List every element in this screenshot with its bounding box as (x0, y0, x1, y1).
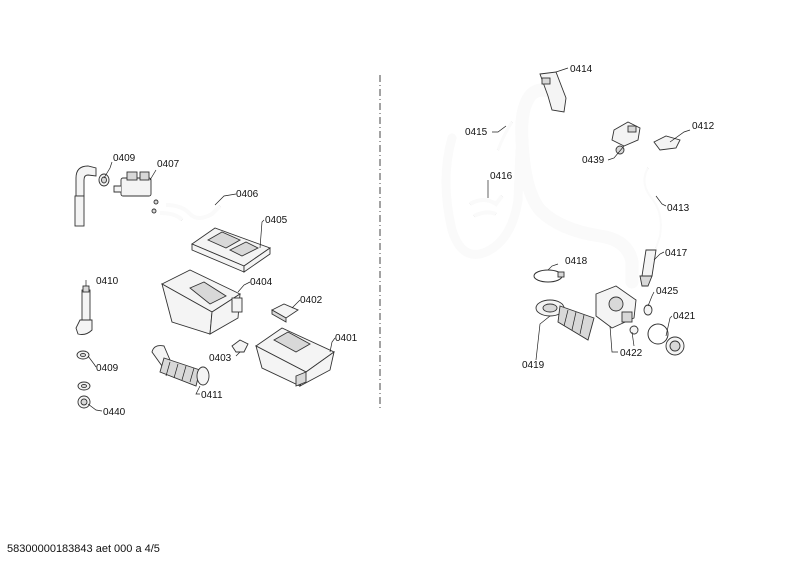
inlet-elbow-part (74, 165, 110, 227)
clip-part (231, 339, 249, 353)
dispenser-drawer-part (255, 327, 335, 387)
callout-0410: 0410 (96, 276, 119, 287)
y-hose-part (469, 194, 504, 218)
drain-hose-part (515, 71, 639, 289)
callout-0419: 0419 (522, 360, 545, 371)
callout-0401: 0401 (335, 333, 358, 344)
hose-set-part (159, 203, 222, 222)
callout-0411: 0411 (201, 390, 223, 401)
callout-0415: 0415 (465, 127, 488, 138)
callout-0409-lower: 0409 (96, 363, 119, 374)
callout-0404: 0404 (250, 277, 273, 288)
pump-bellows-part (535, 299, 595, 341)
filter-part (77, 381, 91, 409)
drain-pump-part (595, 285, 637, 329)
callout-0409-upper: 0409 (113, 153, 136, 164)
right-leader-lines (487, 67, 691, 361)
callout-0425: 0425 (656, 286, 679, 297)
callout-0413: 0413 (667, 203, 690, 214)
callout-0405: 0405 (265, 215, 288, 226)
thin-tube-part (643, 167, 662, 249)
callout-0440: 0440 (103, 407, 126, 418)
washer-part (76, 350, 90, 360)
dispenser-frame-part (191, 227, 271, 273)
callout-0406: 0406 (236, 189, 259, 200)
callout-0403: 0403 (209, 353, 232, 364)
bellows-hose-part (151, 345, 210, 387)
callout-0414: 0414 (570, 64, 593, 75)
pressure-switch-part (611, 121, 641, 155)
callout-0421: 0421 (673, 311, 696, 322)
callout-0407: 0407 (157, 159, 180, 170)
dispenser-insert-part (271, 303, 299, 323)
callout-0416: 0416 (490, 171, 513, 182)
left-leader-lines (85, 161, 336, 412)
document-footer-code: 58300000183843 aet 000 a 4/5 (7, 543, 160, 555)
vertical-pipe-part (75, 285, 93, 335)
filter-cap-part (647, 323, 685, 356)
callout-0422: 0422 (620, 348, 643, 359)
callout-0417: 0417 (665, 248, 688, 259)
callout-0439: 0439 (582, 155, 605, 166)
callout-0402: 0402 (300, 295, 323, 306)
sensor-part (653, 135, 681, 151)
clamp-part (533, 269, 565, 283)
dispenser-housing-part (161, 269, 243, 335)
curved-hose-part (441, 121, 525, 259)
callout-0412: 0412 (692, 121, 715, 132)
probe-part (639, 249, 657, 287)
callout-0418: 0418 (565, 256, 588, 267)
valve-part (113, 171, 159, 214)
